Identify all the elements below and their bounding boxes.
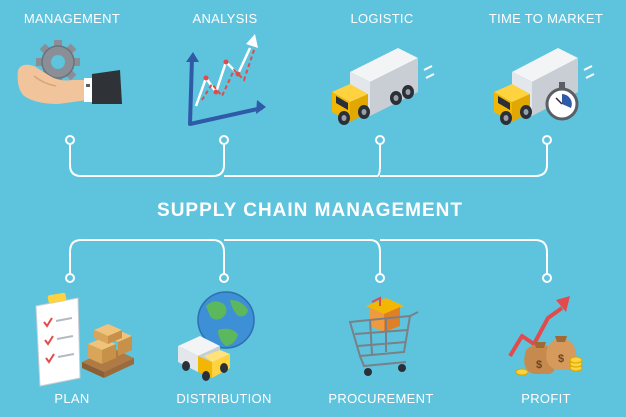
node-time-to-market [542, 135, 552, 145]
node-plan [65, 273, 75, 283]
label-time-to-market: TIME TO MARKET [489, 11, 603, 26]
bottom-connector [69, 239, 548, 278]
diagram-title: SUPPLY CHAIN MANAGEMENT [157, 200, 463, 221]
label-logistic: LOGISTIC [350, 11, 413, 26]
top-connector [69, 140, 548, 177]
truck-stopwatch-icon [494, 48, 595, 125]
growth-chart-icon [186, 34, 266, 126]
label-plan: PLAN [54, 391, 89, 406]
globe-van-icon [178, 291, 255, 381]
connector-lines [69, 140, 548, 278]
svg-text:$: $ [536, 359, 542, 371]
svg-text:$: $ [558, 353, 564, 365]
node-distribution [219, 273, 229, 283]
node-logistic [375, 135, 385, 145]
delivery-truck-icon [332, 48, 435, 125]
label-analysis: ANALYSIS [192, 11, 257, 26]
node-management [65, 135, 75, 145]
hand-gear-icon [17, 40, 122, 104]
shopping-cart-icon [348, 296, 419, 376]
label-distribution: DISTRIBUTION [176, 391, 271, 406]
node-analysis [219, 135, 229, 145]
label-profit: PROFIT [521, 391, 570, 406]
connector-nodes [65, 135, 552, 283]
clipboard-boxes-icon [35, 292, 134, 387]
label-procurement: PROCUREMENT [328, 391, 433, 406]
node-profit [542, 273, 552, 283]
label-management: MANAGEMENT [24, 11, 120, 26]
money-bags-arrow-icon: $ $ [508, 296, 583, 376]
node-procurement [375, 273, 385, 283]
